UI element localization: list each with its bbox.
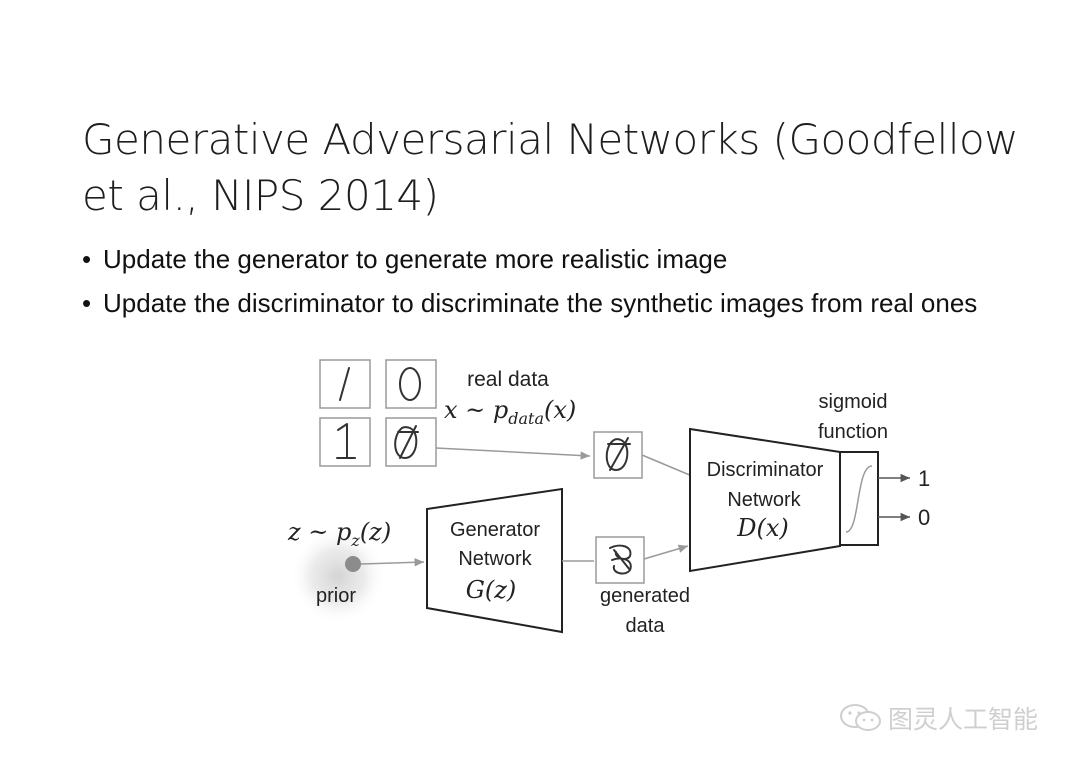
digit-one-slash [339,367,350,401]
wechat-icon [840,704,881,731]
bullet-text: Update the discriminator to discriminate… [103,288,978,318]
generator-label-line1: Generator [450,519,540,541]
bullet-dot: • [82,288,92,318]
real-samples-grid [319,359,437,467]
sigmoid-curve [845,465,873,533]
discriminator-label-line2: Network [727,489,801,511]
digit-one [336,423,356,459]
output-one-label: 1 [918,466,930,491]
discriminator-formula: D(x) [736,514,789,542]
sample-box [385,417,437,467]
generated-sample-digit [609,544,632,575]
watermark-text: 图灵人工智能 [888,705,1039,734]
sample-box [319,417,371,467]
generator-label-line2: Network [458,548,532,570]
bullet-item: • Update the discriminator to discrimina… [82,286,1022,321]
bullet-list: • Update the generator to generate more … [82,242,1022,330]
prior-dot [345,556,361,572]
sigmoid-label-line1: sigmoid [819,391,888,413]
generator-block [426,487,563,634]
bullet-item: • Update the generator to generate more … [82,242,1022,277]
real-data-label: real data [467,368,549,391]
prior-formula: z ~ pz(z) [287,518,391,550]
prior-label: prior [316,585,356,607]
sample-box [319,359,371,409]
generated-label-line1: generated [600,585,690,607]
sigmoid-label-line2: function [818,421,888,443]
slide-title: Generative Adversarial Networks (Goodfel… [82,115,1019,220]
bullet-text: Update the generator to generate more re… [103,244,728,274]
prior-glow [290,528,386,624]
generated-sample-box [595,536,645,584]
watermark: 图灵人工智能 [838,700,1038,736]
digit-zero-crossed [394,425,419,460]
generator-formula: G(z) [466,576,517,604]
prior-arrow [360,558,425,567]
digit-zero [399,367,421,401]
generated-label-line2: data [626,615,666,637]
real-sample-digit [605,437,631,472]
output-zero-label: 0 [918,505,930,530]
discriminator-label-line1: Discriminator [707,459,824,481]
sample-box [385,359,437,409]
bullet-dot: • [82,244,92,274]
generated-to-discriminator-arrow [643,544,689,560]
real-data-arrow [435,447,591,460]
real-data-formula: x ~ pdata(x) [444,396,576,428]
real-to-discriminator-line [641,454,693,477]
